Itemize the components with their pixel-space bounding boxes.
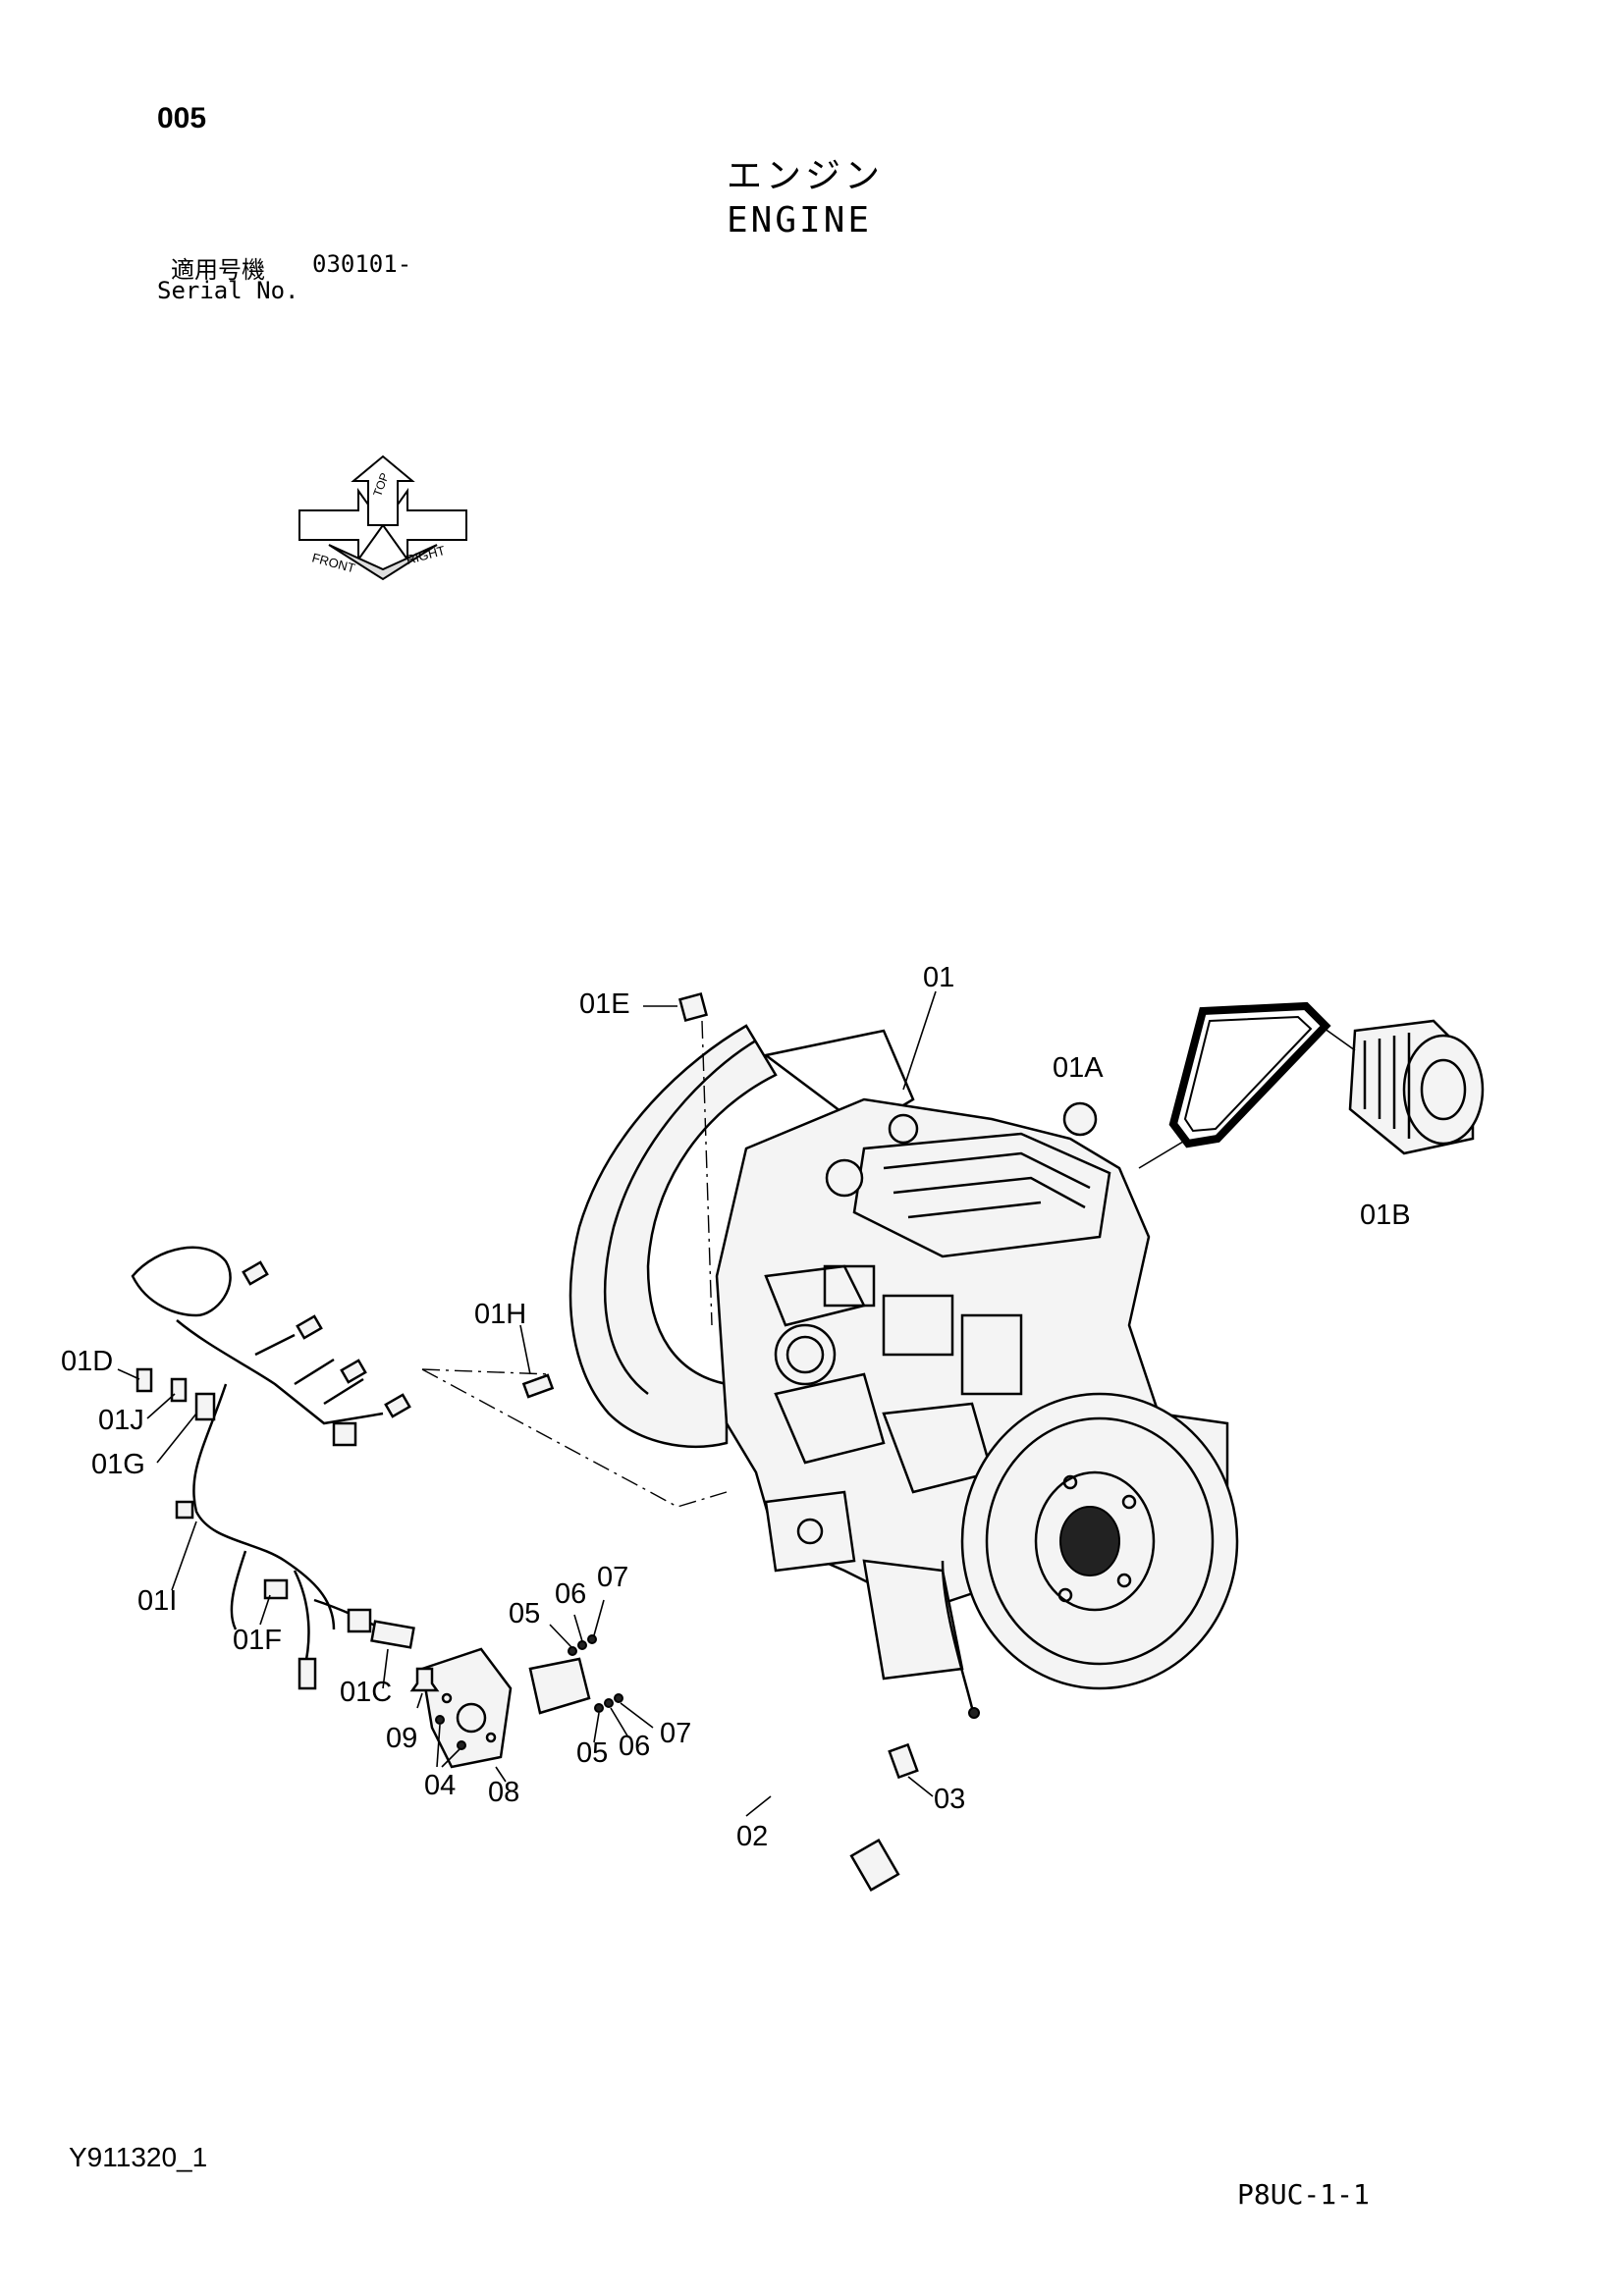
part-02-exhaust-pipe: [555, 1664, 900, 1893]
page-title-japanese: エンジン: [727, 156, 885, 196]
part-09-bolt: [409, 1667, 440, 1709]
callout-01d: 01D: [61, 1346, 113, 1377]
drawing-code: Y911320_1: [69, 2142, 208, 2172]
callout-08: 08: [488, 1777, 519, 1808]
page-title-english: ENGINE: [727, 200, 873, 240]
callout-06-top: 06: [555, 1578, 586, 1610]
part-01f-connector: [263, 1578, 289, 1600]
page-number: 005: [157, 102, 207, 134]
callout-02: 02: [736, 1821, 768, 1852]
callout-07-top: 07: [597, 1562, 628, 1593]
callout-05-top: 05: [509, 1598, 540, 1629]
callout-05-bottom: 05: [576, 1737, 608, 1769]
wiring-harness: [117, 1246, 728, 1690]
callout-01a: 01A: [1053, 1052, 1104, 1084]
callout-01j: 01J: [98, 1405, 144, 1436]
callout-01c: 01C: [340, 1677, 392, 1708]
fan-shroud: [568, 1024, 778, 1448]
callout-01f: 01F: [233, 1625, 282, 1656]
page-code: P8UC-1-1: [1237, 2178, 1370, 2211]
part-01a-belt: [1168, 1001, 1331, 1148]
part-01b-alternator: [1320, 1019, 1485, 1155]
part-01c-plug: [298, 1657, 317, 1690]
callout-04: 04: [424, 1770, 456, 1801]
serial-number-value: 030101-: [312, 250, 412, 278]
serial-label-english: Serial No.: [157, 277, 299, 304]
serial-label-japanese: 適用号機: [171, 256, 265, 284]
part-08-bracket: [420, 1647, 513, 1783]
exhaust-flange: [528, 1599, 654, 1743]
part-01g-sensor: [194, 1392, 216, 1421]
part-01j-switch: [170, 1377, 188, 1403]
callout-01: 01: [923, 962, 954, 993]
part-03-fitting: [888, 1742, 934, 1797]
callout-01b: 01B: [1360, 1200, 1411, 1231]
part-01h-sensor: [519, 1324, 555, 1399]
callout-01h: 01H: [474, 1299, 526, 1330]
part-01d-sensor: [135, 1367, 153, 1393]
part-04-nuts: [435, 1715, 466, 1768]
callout-09: 09: [386, 1723, 417, 1754]
callout-06-bottom: 06: [619, 1731, 650, 1762]
callout-01e: 01E: [579, 988, 630, 1020]
callout-01g: 01G: [91, 1449, 145, 1480]
engine-assembly: [568, 1024, 1239, 1719]
callout-01i: 01I: [137, 1585, 177, 1617]
part-01e-cap: [677, 991, 713, 1326]
callout-03: 03: [934, 1784, 965, 1815]
orientation-axes-icon: FRONT RIGHT TOP: [298, 454, 467, 581]
callout-07-bottom: 07: [660, 1718, 691, 1749]
